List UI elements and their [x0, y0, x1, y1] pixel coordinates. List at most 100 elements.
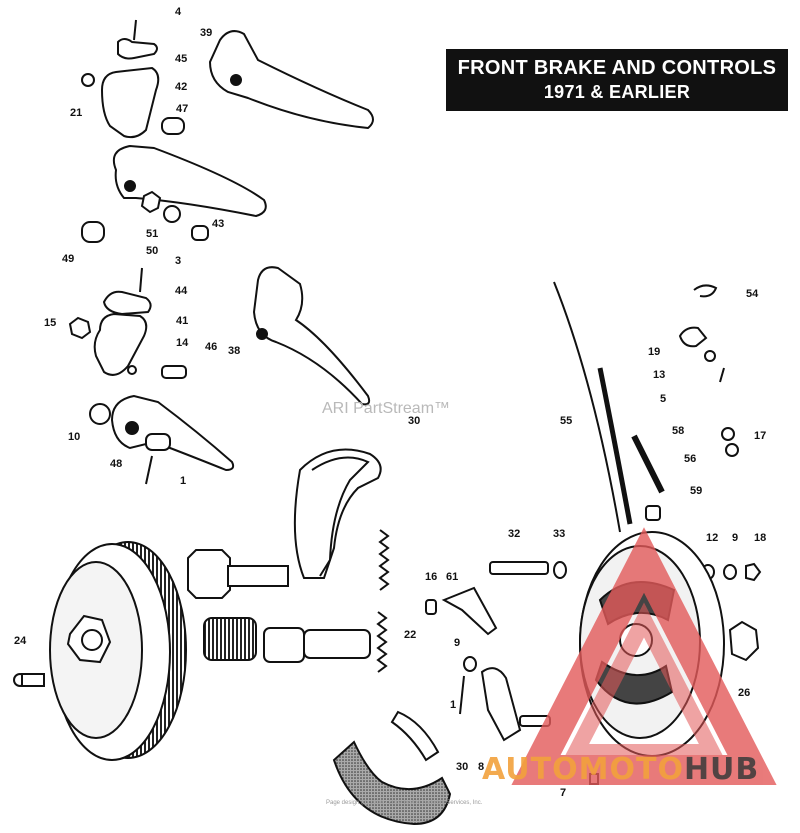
callout-16: 16: [425, 571, 437, 583]
nut-part-18: [745, 562, 762, 582]
callout-labels: 4 39 45 42 21 47 43 51 50 49 3 44 15 41 …: [14, 6, 766, 799]
callout-24: 24: [14, 635, 27, 647]
partstream-watermark: ARI PartStream™: [322, 400, 451, 417]
washer-part-9: [723, 564, 737, 580]
callout-51: 51: [146, 228, 158, 240]
brand-part-3: HUB: [683, 752, 760, 787]
callout-21: 21: [70, 107, 82, 119]
nut-part-51: [140, 190, 162, 214]
cam-lever: [480, 667, 522, 742]
lever-part-39: [208, 30, 374, 130]
axle-shaft: [227, 565, 289, 587]
upper-lever-assembly: [81, 19, 374, 243]
callout-17: 17: [754, 430, 766, 442]
callout-50: 50: [146, 245, 158, 257]
callout-14: 14: [176, 337, 189, 349]
middle-lever-assembly: [68, 266, 371, 485]
callout-43: 43: [212, 218, 224, 230]
fitting-part-16: [425, 599, 437, 615]
callout-49: 49: [62, 253, 74, 265]
callout-13: 13: [653, 369, 665, 381]
sleeve-part-49: [81, 221, 105, 243]
backing-plate-hardware: [425, 561, 762, 785]
pin-part-1b: [459, 675, 465, 715]
callout-1b: 1: [450, 699, 456, 711]
axle-nut: [187, 549, 231, 599]
callout-56: 56: [684, 453, 696, 465]
callout-8: 8: [478, 761, 484, 773]
cable-assembly: [553, 281, 739, 533]
brand-part-2: MOTO: [578, 752, 684, 787]
callout-15: 15: [44, 317, 56, 329]
pin-part-1: [145, 455, 153, 485]
bracket-part-41: [93, 312, 148, 376]
callout-44: 44: [175, 285, 188, 297]
clamp-part-45: [117, 38, 158, 60]
screw-part-4: [133, 19, 137, 41]
clamp-part-19: [678, 326, 708, 348]
nut-part-17b: [725, 443, 739, 457]
axle-parts: [187, 549, 371, 663]
lever-part-61: [441, 586, 498, 636]
brake-drum: [13, 541, 187, 761]
copyright-text: Page design (c) 2004 - 2019 by ARI Netwo…: [326, 800, 483, 806]
clip-part-54: [693, 284, 718, 298]
callout-30b: 30: [456, 761, 468, 773]
clip-part-21: [81, 73, 95, 87]
callout-9b: 9: [454, 637, 460, 649]
spring-part-22b: [376, 611, 388, 673]
callout-30a: 30: [408, 415, 420, 427]
screw-part-3: [139, 267, 143, 293]
cable-part-55: [553, 281, 621, 533]
callout-61: 61: [446, 571, 458, 583]
callout-39: 39: [200, 27, 212, 39]
title-line-1: FRONT BRAKE AND CONTROLS: [457, 57, 777, 79]
bearing-sleeve: [203, 617, 257, 661]
screw-part-5: [719, 367, 725, 383]
callout-42: 42: [175, 81, 187, 93]
lever-part-40: [110, 394, 235, 472]
adjuster-part-56: [631, 434, 665, 494]
washer-part-33: [553, 561, 567, 579]
callout-22: 22: [404, 629, 416, 641]
callout-3: 3: [175, 255, 181, 267]
callout-4: 4: [175, 6, 182, 18]
nut-part-15: [68, 316, 92, 340]
callout-46: 46: [205, 341, 217, 353]
lever-part-43: [112, 144, 267, 218]
callout-47: 47: [176, 103, 188, 115]
callout-18: 18: [754, 532, 766, 544]
lever-part-38: [252, 266, 371, 406]
washer-part-9b: [463, 656, 477, 672]
callout-59: 59: [690, 485, 702, 497]
axle-spindle: [303, 629, 371, 659]
pin-part-48: [145, 433, 171, 451]
callout-58: 58: [672, 425, 684, 437]
diagram-title: FRONT BRAKE AND CONTROLS 1971 & EARLIER: [446, 49, 788, 111]
callout-5: 5: [660, 393, 666, 405]
washer-part-14: [127, 365, 137, 375]
callout-32: 32: [508, 528, 520, 540]
spacer: [263, 627, 305, 663]
callout-7: 7: [560, 787, 566, 799]
callout-33: 33: [553, 528, 565, 540]
callout-55: 55: [560, 415, 572, 427]
pin-part-46: [161, 365, 187, 379]
callout-45: 45: [175, 53, 187, 65]
spring-part-22a: [378, 529, 390, 591]
ring-part-10: [89, 403, 111, 425]
brand-wordmark: AUTOMOTOHUB: [482, 752, 759, 787]
nut-part-59: [645, 505, 661, 521]
cable-housing-part-58: [597, 367, 633, 525]
nut-part-26: [728, 620, 760, 662]
pin-part-50: [191, 225, 209, 241]
title-line-2: 1971 & EARLIER: [543, 82, 691, 102]
callout-19: 19: [648, 346, 660, 358]
pin-part-47: [161, 117, 185, 135]
callout-1: 1: [180, 475, 186, 487]
nut-part-51b: [163, 205, 181, 223]
callout-48: 48: [110, 458, 122, 470]
brand-part-1: AUTO: [482, 752, 579, 787]
